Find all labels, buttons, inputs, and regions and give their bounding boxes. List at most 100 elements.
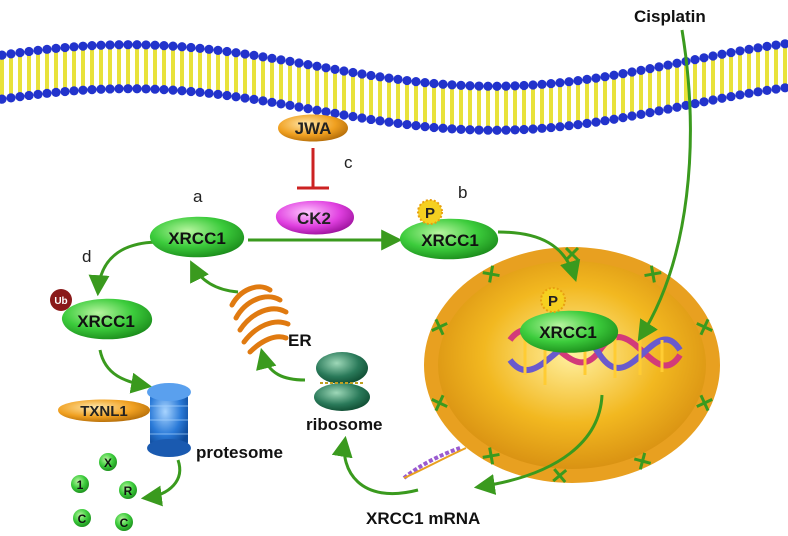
lipid-head (6, 93, 16, 103)
lipid-tail (342, 72, 346, 113)
lipid-head (753, 43, 763, 53)
lipid-tail (360, 75, 364, 116)
xrcc1-protein-a: XRCC1 (149, 216, 245, 258)
lipid-head (699, 53, 709, 63)
lipid-head (690, 99, 700, 109)
lipid-tail (522, 87, 526, 128)
lipid-head (690, 55, 700, 65)
lipid-head (267, 53, 277, 63)
phosphate-icon-nucleus: P (540, 287, 566, 313)
lipid-tail (684, 63, 688, 104)
lipid-head (429, 122, 439, 133)
nuclear-pore-icon (431, 318, 448, 336)
lipid-head (141, 40, 151, 50)
arrow-ub-to-proteasome (98, 349, 153, 394)
mrna-icon (402, 446, 467, 480)
lipid-tail (468, 87, 472, 128)
lipid-head (114, 84, 124, 94)
lipid-tail (495, 88, 499, 129)
lipid-tail (675, 65, 679, 106)
lipid-tail (117, 46, 121, 87)
lipid-tail (477, 88, 481, 129)
lipid-head (240, 93, 250, 103)
lipid-head (501, 125, 511, 135)
lipid-tail (630, 74, 634, 115)
lipid-head (357, 113, 367, 123)
lipid-head (366, 70, 376, 81)
lipid-head (33, 89, 43, 99)
lipid-tail (531, 86, 535, 127)
lipid-tail (504, 88, 508, 129)
proteasome-label: protesome (196, 443, 283, 462)
lipid-head (546, 78, 556, 89)
er-icon (229, 284, 291, 355)
lipid-head (555, 122, 565, 132)
lipid-head (141, 84, 151, 94)
lipid-head (114, 40, 124, 50)
lipid-tail (99, 47, 103, 88)
lipid-head (528, 124, 538, 134)
lipid-tail (162, 47, 166, 88)
jwa-protein: JWA (278, 114, 348, 142)
lipid-tail (180, 48, 184, 89)
lipid-head (60, 86, 70, 97)
lipid-head (519, 80, 529, 91)
xrcc1-label-a: XRCC1 (168, 229, 226, 248)
lipid-head (87, 85, 97, 95)
lipid-head (771, 40, 781, 50)
lipid-tail (72, 48, 76, 89)
lipid-tail (657, 68, 661, 109)
lipid-head (465, 81, 475, 91)
lipid-tail (153, 47, 157, 88)
nuclear-pores (431, 246, 713, 484)
lipid-head (483, 125, 493, 135)
ubiquitin-icon: Ub (50, 289, 72, 311)
lipid-head (402, 119, 412, 130)
lipid-head (330, 108, 340, 118)
lipid-head (51, 43, 61, 53)
lipid-head (519, 124, 529, 135)
lipid-head (231, 48, 241, 58)
arrow-xrcc1-to-ub (88, 240, 161, 297)
lipid-head (204, 88, 214, 98)
lipid-head (600, 72, 610, 82)
lipid-tail (324, 69, 328, 110)
arrow-ribosome-to-er (256, 347, 306, 382)
lipid-head (528, 80, 538, 90)
lipid-tail (639, 72, 643, 113)
lipid-head (330, 64, 340, 74)
lipid-head (744, 44, 754, 54)
lipid-tail (369, 77, 373, 118)
lipid-head (636, 109, 646, 119)
phosphate-icon-b: P (417, 199, 443, 225)
lipid-head (618, 113, 628, 123)
lipid-head (150, 84, 160, 94)
lipid-head (672, 102, 682, 112)
lipid-head (168, 41, 178, 51)
lipid-head (222, 46, 232, 57)
lipid-tail (603, 78, 607, 119)
lipid-head (564, 77, 574, 87)
lipid-head (573, 120, 583, 130)
lipid-tail (36, 52, 40, 93)
lipid-tail (387, 80, 391, 121)
jwa-label: JWA (295, 119, 332, 138)
lipid-head (447, 80, 457, 90)
lipid-head (132, 40, 142, 50)
lipid-tail (549, 85, 553, 126)
lipid-head (132, 84, 142, 94)
lipid-head (411, 77, 421, 87)
lipid-head (339, 110, 349, 120)
lipid-head (123, 84, 133, 94)
lipid-head (654, 106, 664, 116)
xrcc1-label-b: XRCC1 (421, 231, 479, 250)
lipid-tail (297, 64, 301, 105)
xrcc1-protein-phospho: XRCC1 (399, 218, 499, 260)
lipid-tail (729, 54, 733, 95)
lipid-head (186, 86, 196, 97)
step-b-label: b (458, 183, 467, 202)
xrcc1-label-nucleus: XRCC1 (539, 323, 597, 342)
lipid-tail (135, 46, 139, 87)
lipid-head (717, 49, 727, 59)
lipid-head (474, 81, 484, 91)
